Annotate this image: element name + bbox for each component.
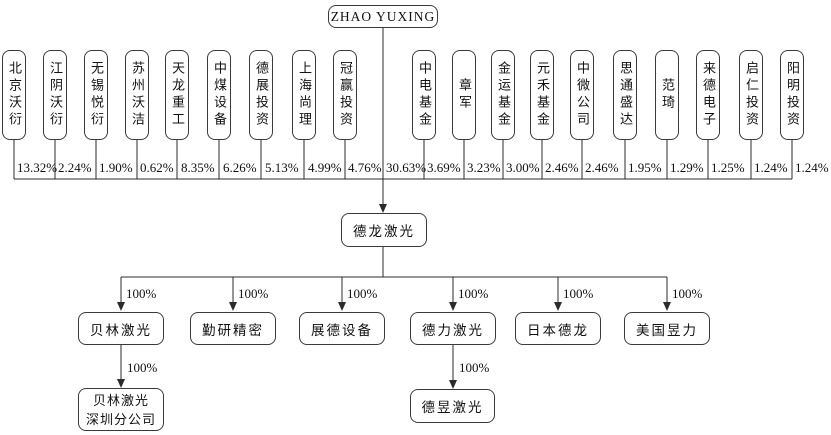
ownership-percent: 6.26% — [223, 160, 257, 175]
shareholder-node: 北京沃衍 — [2, 50, 26, 140]
ownership-percent: 1.24% — [754, 160, 788, 175]
shareholder-node: 中电基金 — [412, 50, 436, 140]
ownership-percent: 13.32% — [17, 160, 58, 175]
root-ownership-percent: 30.63% — [386, 160, 427, 175]
shareholder-node: 思通盛达 — [613, 50, 637, 140]
shareholder-node: 德展投资 — [249, 50, 273, 140]
ownership-percent: 2.46% — [545, 160, 579, 175]
ownership-percent: 3.00% — [506, 160, 540, 175]
branch-office-name-line1: 贝林激光 — [92, 392, 149, 408]
shareholder-node: 中微公司 — [570, 50, 594, 140]
shareholder-node: 启仁投资 — [739, 50, 763, 140]
ownership-percent: 100% — [672, 286, 703, 301]
branch-office-name-line2: 深圳分公司 — [85, 411, 156, 427]
shareholder-node: 无锡悦衍 — [84, 50, 108, 140]
shareholder-node: 江阴沃衍 — [43, 50, 67, 140]
ownership-percent: 100% — [238, 286, 269, 301]
ownership-percent: 1.90% — [99, 160, 133, 175]
shareholder-node: 金运基金 — [491, 50, 515, 140]
subsidiary-node: 德力激光 — [410, 312, 496, 345]
ownership-percent: 4.99% — [308, 160, 342, 175]
ownership-percent: 1.29% — [670, 160, 704, 175]
arrowheads — [117, 204, 671, 389]
shareholder-node: 苏州沃洁 — [125, 50, 149, 140]
ownership-percent: 100% — [459, 360, 490, 375]
ownership-percent: 100% — [458, 286, 489, 301]
subsidiary-node: 勤研精密 — [190, 312, 276, 345]
ownership-percent: 4.76% — [348, 160, 382, 175]
subsidiary-node: 展德设备 — [299, 312, 385, 345]
main-company-node: 德龙激光 — [341, 213, 427, 247]
sub-subsidiary-node: 德昱激光 — [410, 389, 495, 423]
shareholder-node: 中煤设备 — [207, 50, 231, 140]
ownership-percent: 100% — [347, 286, 378, 301]
branch-office-node: 贝林激光 深圳分公司 — [78, 388, 164, 431]
ownership-percent: 8.35% — [181, 160, 215, 175]
shareholder-node: 元禾基金 — [530, 50, 554, 140]
shareholder-node: 上海尚理 — [292, 50, 316, 140]
ownership-percent: 100% — [127, 360, 158, 375]
root-shareholder-node: ZHAO YUXING — [328, 5, 438, 28]
subsidiary-node: 日本德龙 — [515, 312, 601, 345]
ownership-percent: 0.62% — [140, 160, 174, 175]
ownership-percent: 100% — [563, 286, 594, 301]
shareholder-node: 阳明投资 — [780, 50, 804, 140]
shareholder-node: 冠赢投资 — [333, 50, 357, 140]
ownership-percent: 5.13% — [265, 160, 299, 175]
ownership-percent: 1.95% — [628, 160, 662, 175]
ownership-percent: 100% — [126, 286, 157, 301]
ownership-percent: 3.23% — [467, 160, 501, 175]
subsidiary-node: 美国昱力 — [624, 312, 710, 345]
shareholder-node: 来德电子 — [696, 50, 720, 140]
subsidiary-node: 贝林激光 — [78, 312, 164, 345]
shareholder-node: 章军 — [452, 50, 476, 140]
ownership-percent: 1.25% — [711, 160, 745, 175]
ownership-percent: 2.46% — [585, 160, 619, 175]
shareholder-node: 天龙重工 — [165, 50, 189, 140]
shareholder-node: 范琦 — [655, 50, 679, 140]
ownership-percent: 3.69% — [427, 160, 461, 175]
ownership-percent: 1.24% — [795, 160, 829, 175]
ownership-percent: 2.24% — [58, 160, 92, 175]
